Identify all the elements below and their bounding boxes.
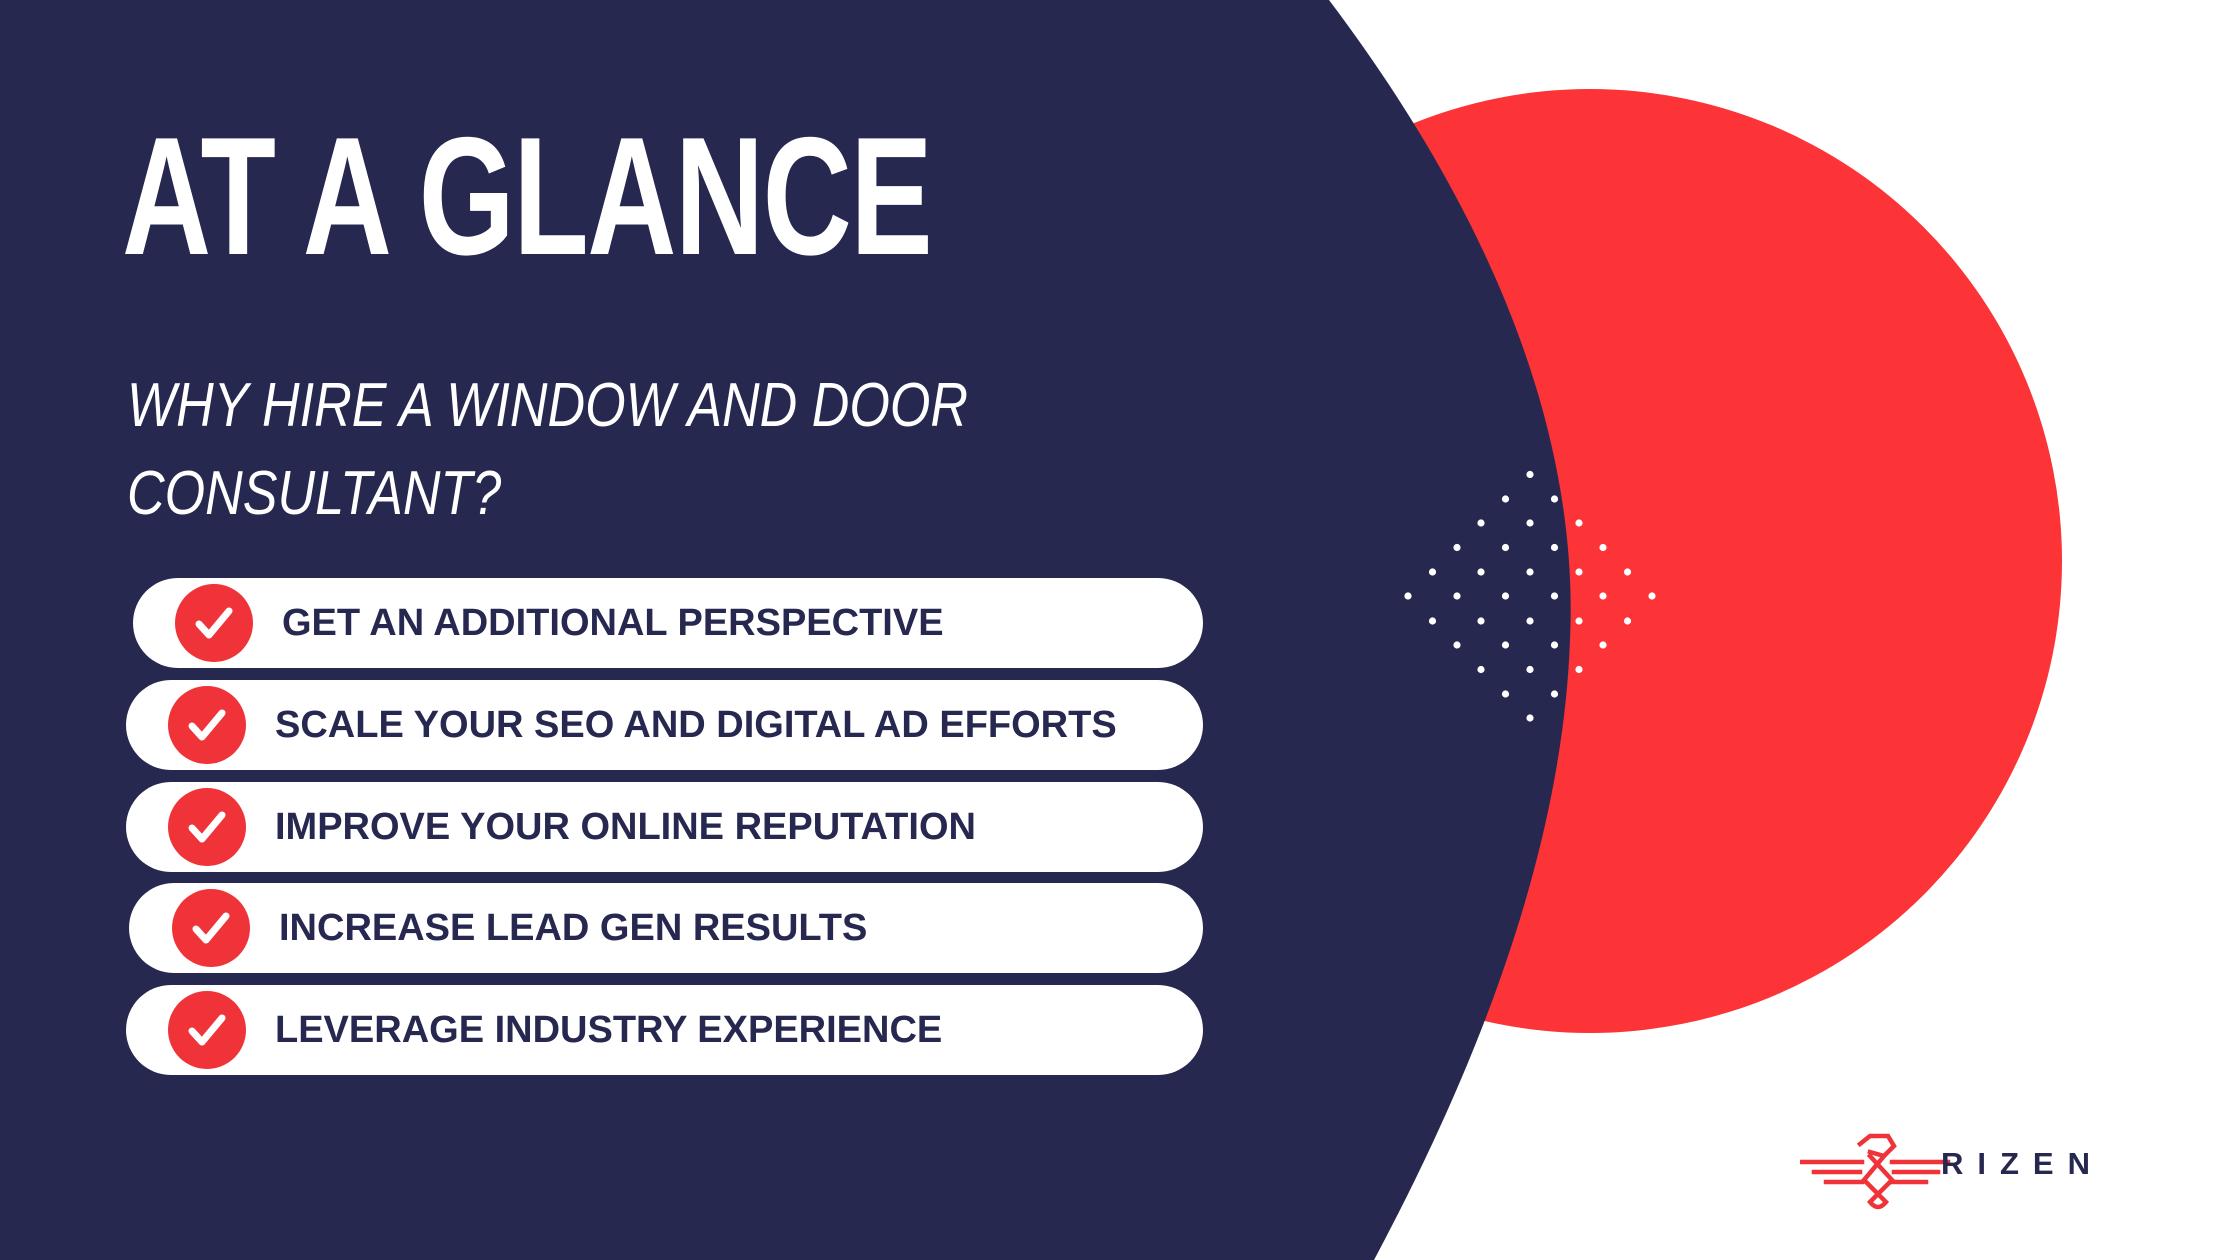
list-item-label: INCREASE LEAD GEN RESULTS <box>279 906 868 949</box>
list-item: IMPROVE YOUR ONLINE REPUTATION <box>126 782 1203 872</box>
eagle-logo-icon <box>1800 1133 1951 1210</box>
subtitle-question: WHY HIRE A WINDOW AND DOOR CONSULTANT? <box>127 371 968 528</box>
checkmark-circle-icon <box>168 686 246 764</box>
list-item-label: IMPROVE YOUR ONLINE REPUTATION <box>275 805 976 848</box>
page-title: AT A GLANCE <box>122 102 933 290</box>
checkmark-circle-icon <box>175 584 253 662</box>
checkmark-circle-icon <box>168 991 246 1069</box>
list-item: INCREASE LEAD GEN RESULTS <box>129 883 1203 973</box>
checkmark-circle-icon <box>168 788 246 866</box>
list-item: LEVERAGE INDUSTRY EXPERIENCE <box>126 985 1203 1075</box>
list-item: SCALE YOUR SEO AND DIGITAL AD EFFORTS <box>126 680 1203 770</box>
brand-name: RIZEN <box>1941 1146 2104 1181</box>
checkmark-circle-icon <box>172 889 250 967</box>
list-item: GET AN ADDITIONAL PERSPECTIVE <box>133 578 1203 668</box>
list-item-label: GET AN ADDITIONAL PERSPECTIVE <box>282 601 944 644</box>
dot-diamond-pattern <box>1404 470 1656 722</box>
list-item-label: SCALE YOUR SEO AND DIGITAL AD EFFORTS <box>275 703 1117 746</box>
list-item-label: LEVERAGE INDUSTRY EXPERIENCE <box>275 1008 943 1051</box>
